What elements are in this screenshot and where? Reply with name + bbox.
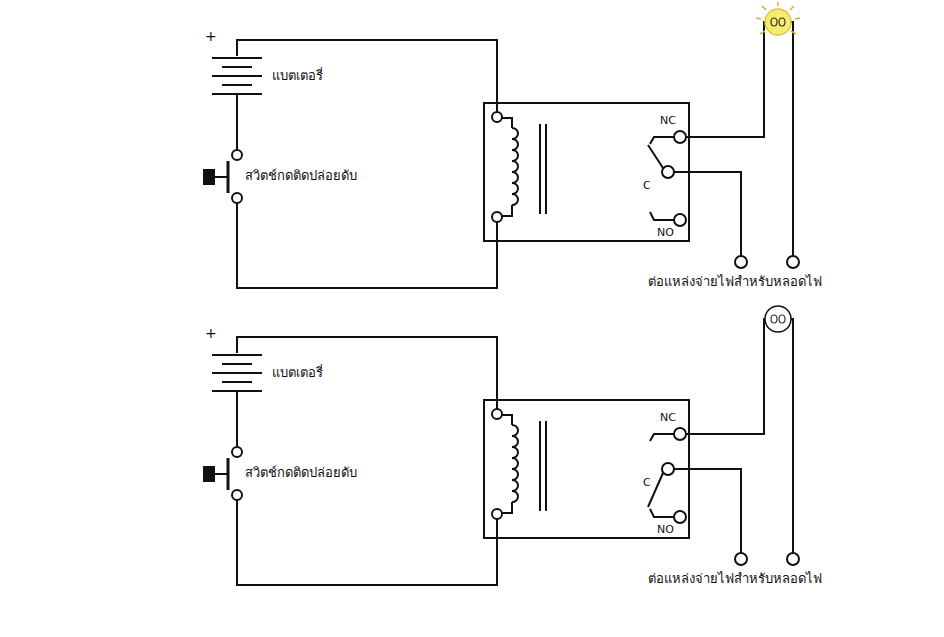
relay-box: NC C NO [483,102,690,242]
contact-label: NC [660,411,676,424]
relay-box: NC C NO [483,399,690,539]
contact-label: NO [657,226,674,239]
part-label: แบตเตอรี่ [272,365,323,381]
part-label: ต่อแหล่งจ่ายไฟสำหรับหลอดไฟ [648,571,822,587]
polarity-mark: + [205,28,217,44]
part-label: สวิตช์กดติดปล่อยดับ [245,168,357,184]
part-label: ต่อแหล่งจ่ายไฟสำหรับหลอดไฟ [648,274,822,290]
part-label: แบตเตอรี่ [272,68,323,84]
contact-label: C [643,179,651,192]
polarity-mark: + [205,325,217,341]
contact-label: NC [660,114,676,127]
contact-label: NO [657,523,674,536]
part-label: สวิตช์กดติดปล่อยดับ [245,465,357,481]
contact-label: C [643,476,651,489]
